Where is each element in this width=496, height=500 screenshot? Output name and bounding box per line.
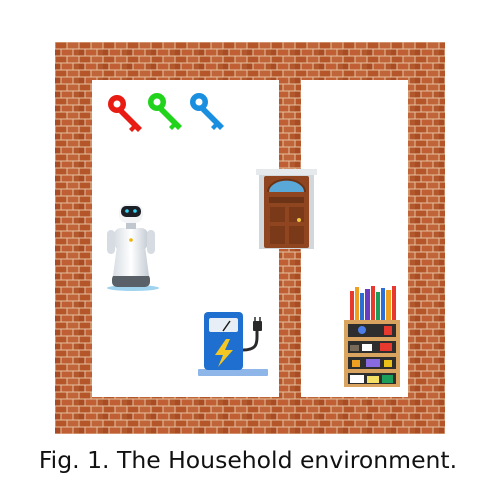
blue-key-icon (190, 93, 224, 130)
figure-caption: Fig. 1. The Household environment. (38, 446, 458, 474)
bookshelf-icon (344, 286, 400, 387)
charging-station-icon (198, 312, 268, 376)
green-key-icon (148, 93, 182, 130)
household-environment-diagram (55, 42, 445, 434)
robot-icon (107, 204, 159, 291)
door-icon (256, 169, 317, 249)
red-key-icon (108, 95, 142, 132)
